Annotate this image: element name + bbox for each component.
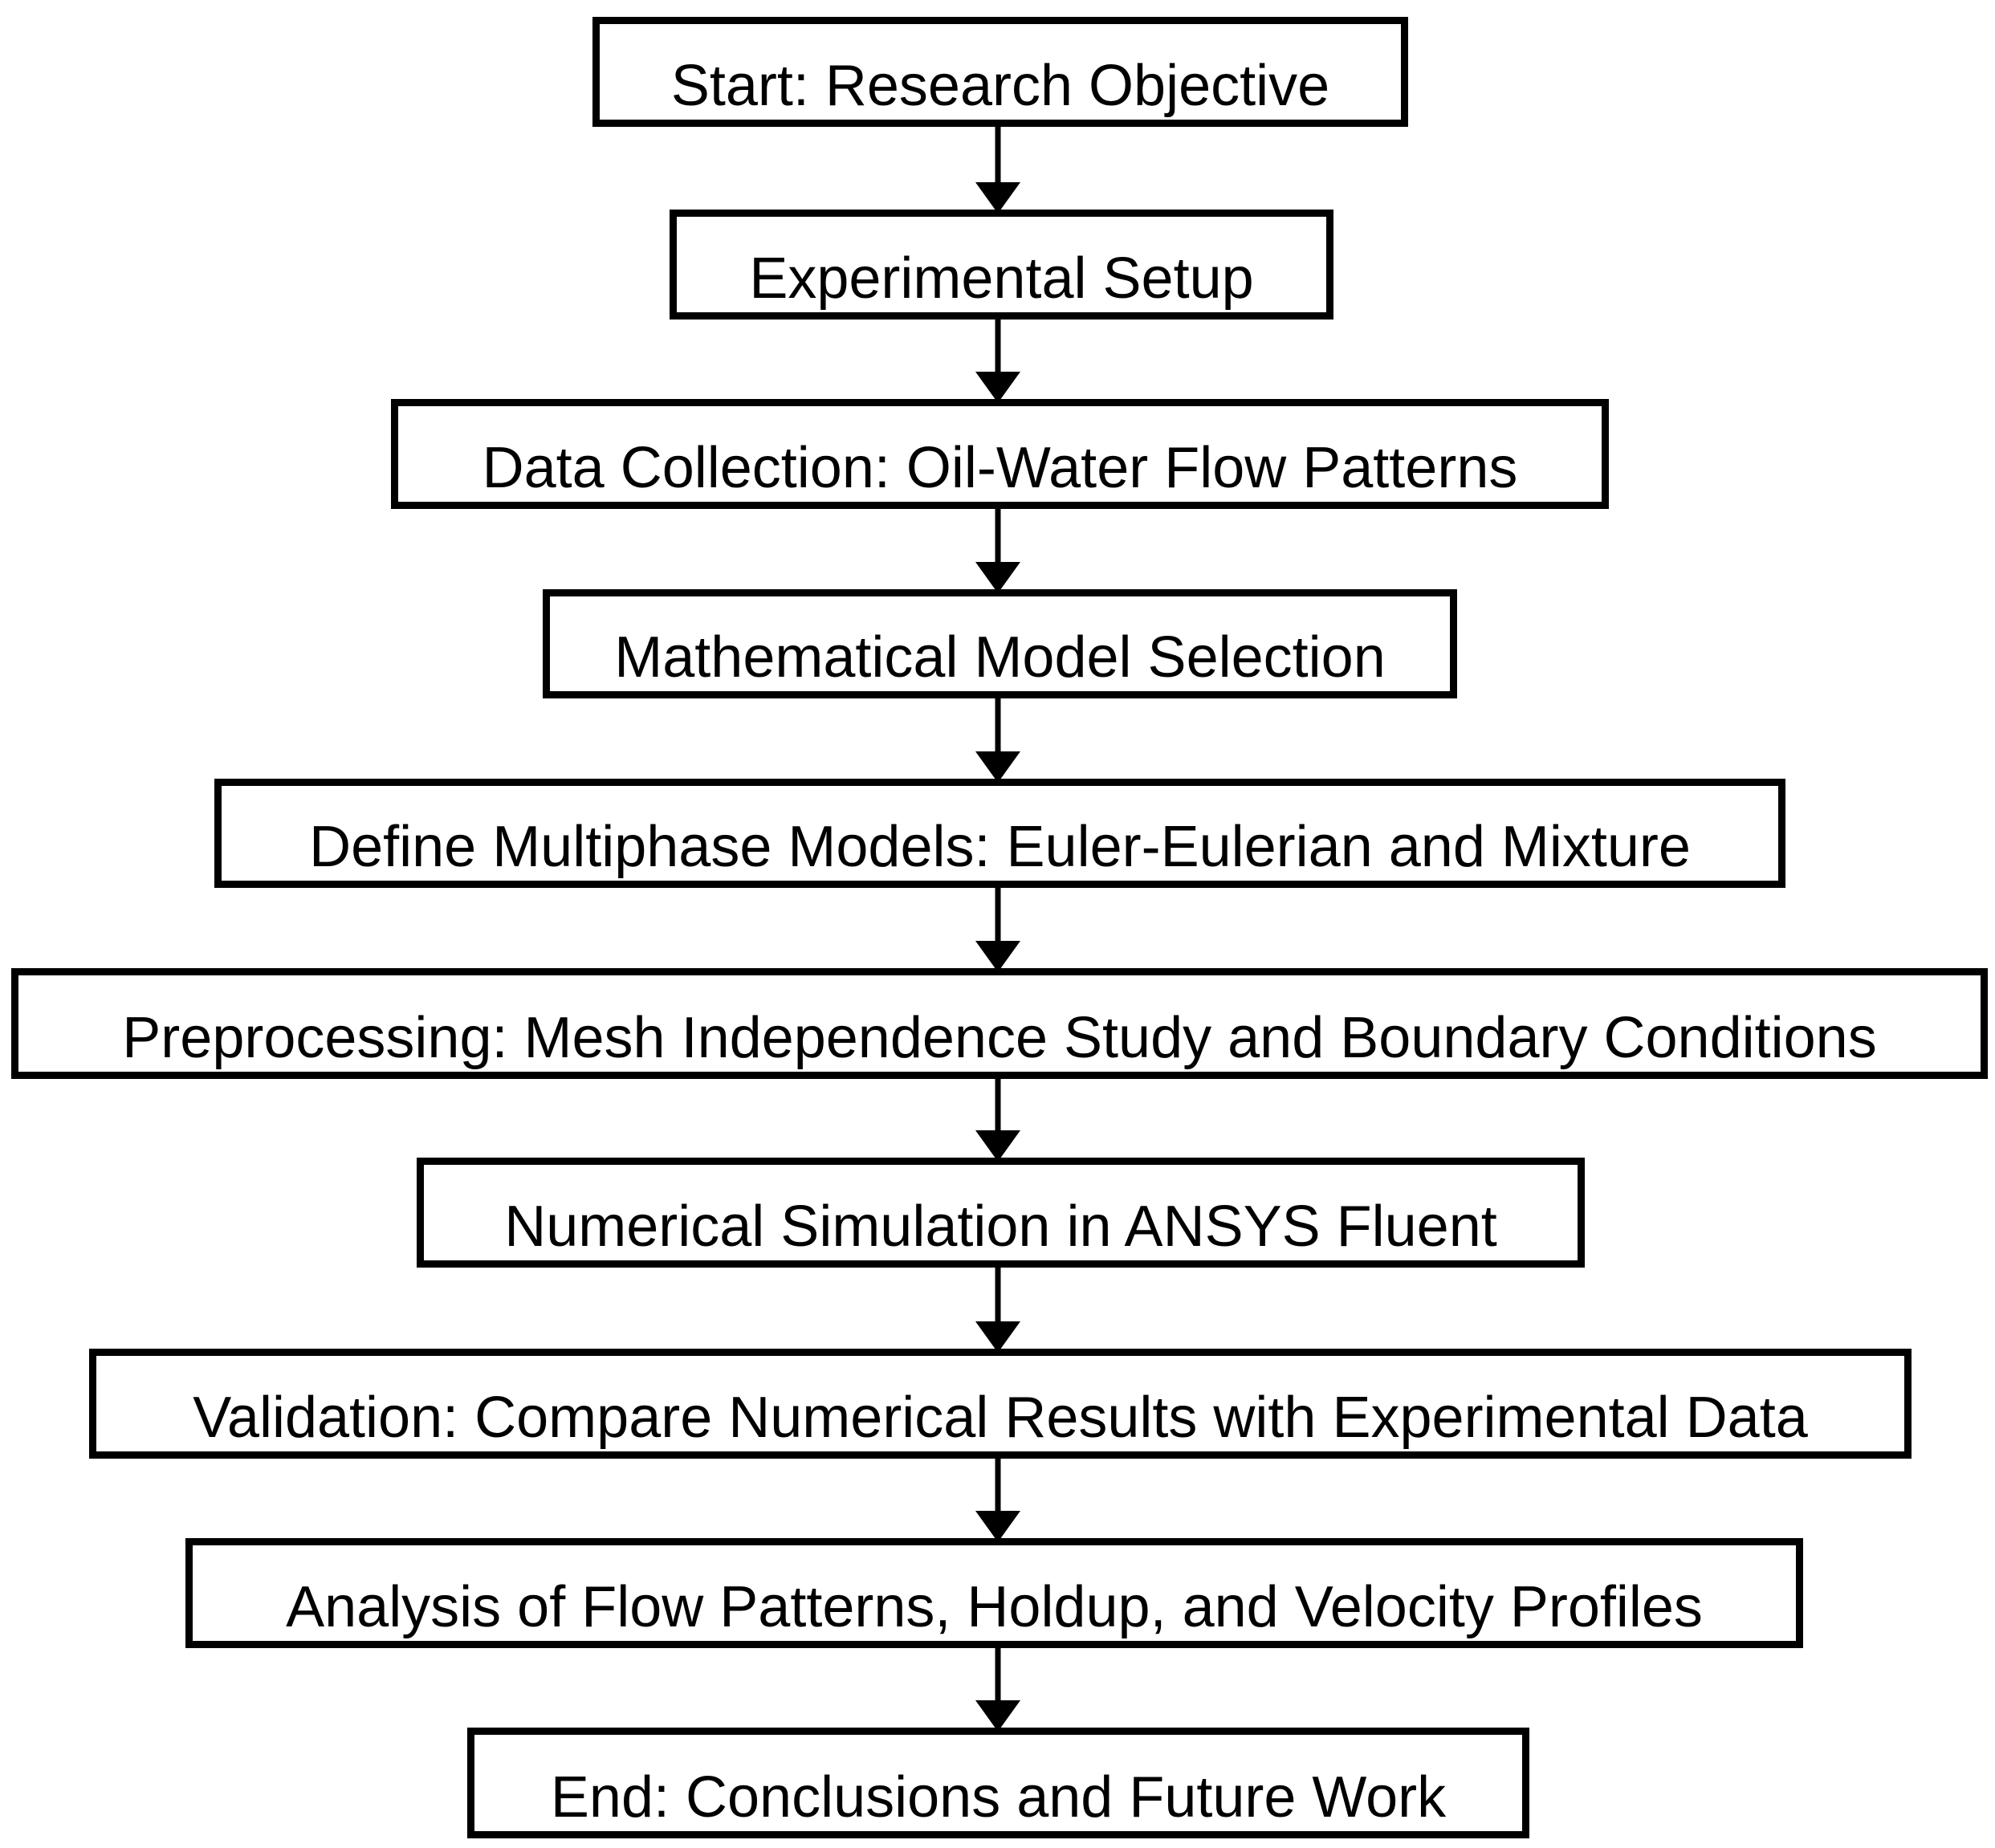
step-analysis: Analysis of Flow Patterns, Holdup, and V… — [185, 1538, 1803, 1648]
step-label: Data Collection: Oil-Water Flow Patterns — [482, 436, 1518, 500]
step-start-research-objective: Start: Research Objective — [592, 17, 1408, 127]
step-label: Define Multiphase Models: Euler-Eulerian… — [309, 815, 1691, 879]
arrow-connector — [975, 123, 1020, 214]
step-numerical-simulation: Numerical Simulation in ANSYS Fluent — [417, 1158, 1585, 1268]
arrow-connector — [975, 315, 1020, 403]
arrow-connector — [975, 694, 1020, 783]
step-label: Numerical Simulation in ANSYS Fluent — [504, 1195, 1497, 1259]
step-label: Mathematical Model Selection — [614, 625, 1386, 690]
arrow-connector — [975, 1455, 1020, 1542]
step-label: End: Conclusions and Future Work — [550, 1765, 1447, 1830]
arrow-connector — [975, 884, 1020, 972]
arrow-connector — [975, 1644, 1020, 1732]
step-label: Start: Research Objective — [670, 54, 1330, 118]
arrow-connector — [975, 505, 1020, 593]
step-mathematical-model-selection: Mathematical Model Selection — [543, 589, 1457, 698]
step-label: Experimental Setup — [749, 246, 1254, 311]
step-preprocessing: Preprocessing: Mesh Independence Study a… — [11, 968, 1988, 1079]
step-end-conclusions: End: Conclusions and Future Work — [467, 1728, 1529, 1838]
step-label: Validation: Compare Numerical Results wi… — [193, 1386, 1808, 1450]
arrow-connector — [975, 1264, 1020, 1353]
step-label: Preprocessing: Mesh Independence Study a… — [122, 1006, 1877, 1070]
arrow-connector — [975, 1075, 1020, 1162]
step-validation: Validation: Compare Numerical Results wi… — [89, 1349, 1912, 1459]
step-define-multiphase-models: Define Multiphase Models: Euler-Eulerian… — [214, 779, 1785, 888]
step-data-collection: Data Collection: Oil-Water Flow Patterns — [391, 399, 1609, 509]
step-label: Analysis of Flow Patterns, Holdup, and V… — [286, 1575, 1703, 1639]
step-experimental-setup: Experimental Setup — [670, 210, 1333, 320]
